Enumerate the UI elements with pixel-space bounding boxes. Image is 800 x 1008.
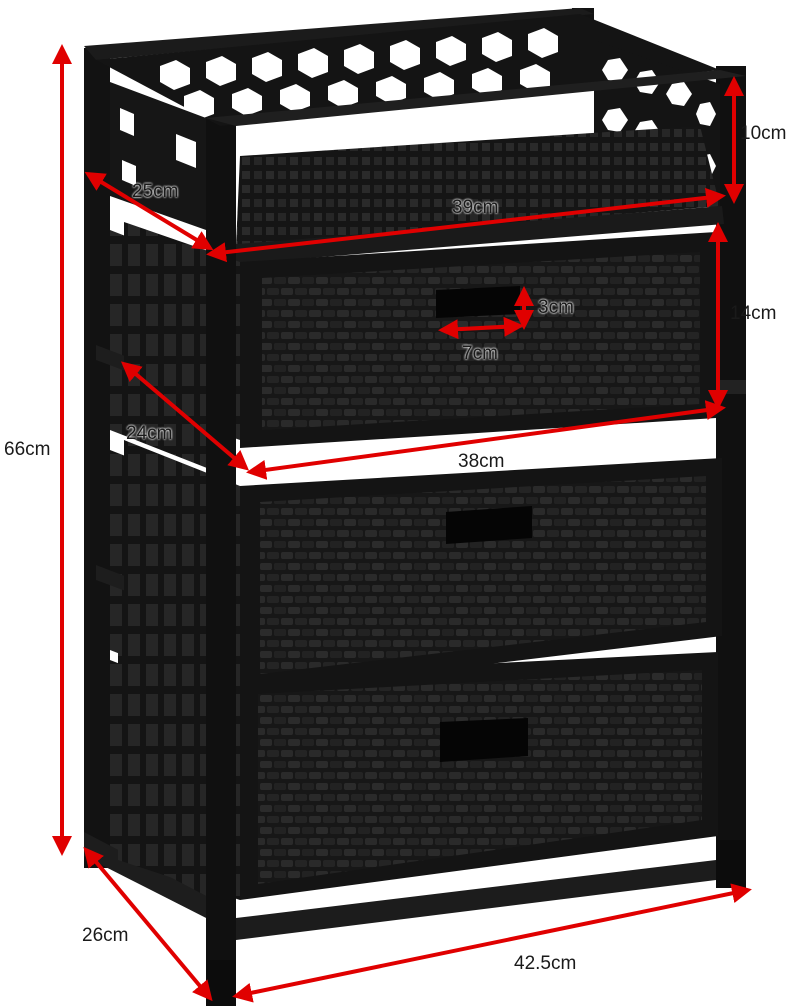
arrow-top-width — [206, 187, 726, 263]
drawer-depth-label: 24cm — [126, 423, 173, 444]
top-rail-height-label: 10cm — [740, 123, 787, 144]
arrow-drawer-depth — [120, 361, 250, 471]
drawer-width-label: 38cm — [458, 451, 505, 472]
drawer-height-label: 14cm — [730, 303, 777, 324]
drawer-top — [124, 222, 716, 448]
handle-width-label: 7cm — [462, 343, 498, 364]
drawer-middle — [124, 440, 722, 694]
base-depth-label: 26cm — [82, 925, 129, 946]
arrow-base-depth — [83, 846, 213, 1002]
arrow-handle-width — [438, 316, 524, 340]
base-width-label: 42.5cm — [514, 953, 577, 974]
arrow-base-width — [232, 883, 752, 1003]
handle-height-label: 3cm — [538, 297, 574, 318]
dimension-arrows — [52, 44, 752, 1003]
drawer-handle-cutout — [436, 286, 520, 318]
arrow-drawer-width — [246, 400, 726, 480]
top-width-label: 39cm — [452, 197, 499, 218]
total-height-label: 66cm — [4, 439, 51, 460]
top-depth-label: 25cm — [132, 181, 179, 202]
arrow-top-depth — [84, 171, 214, 251]
